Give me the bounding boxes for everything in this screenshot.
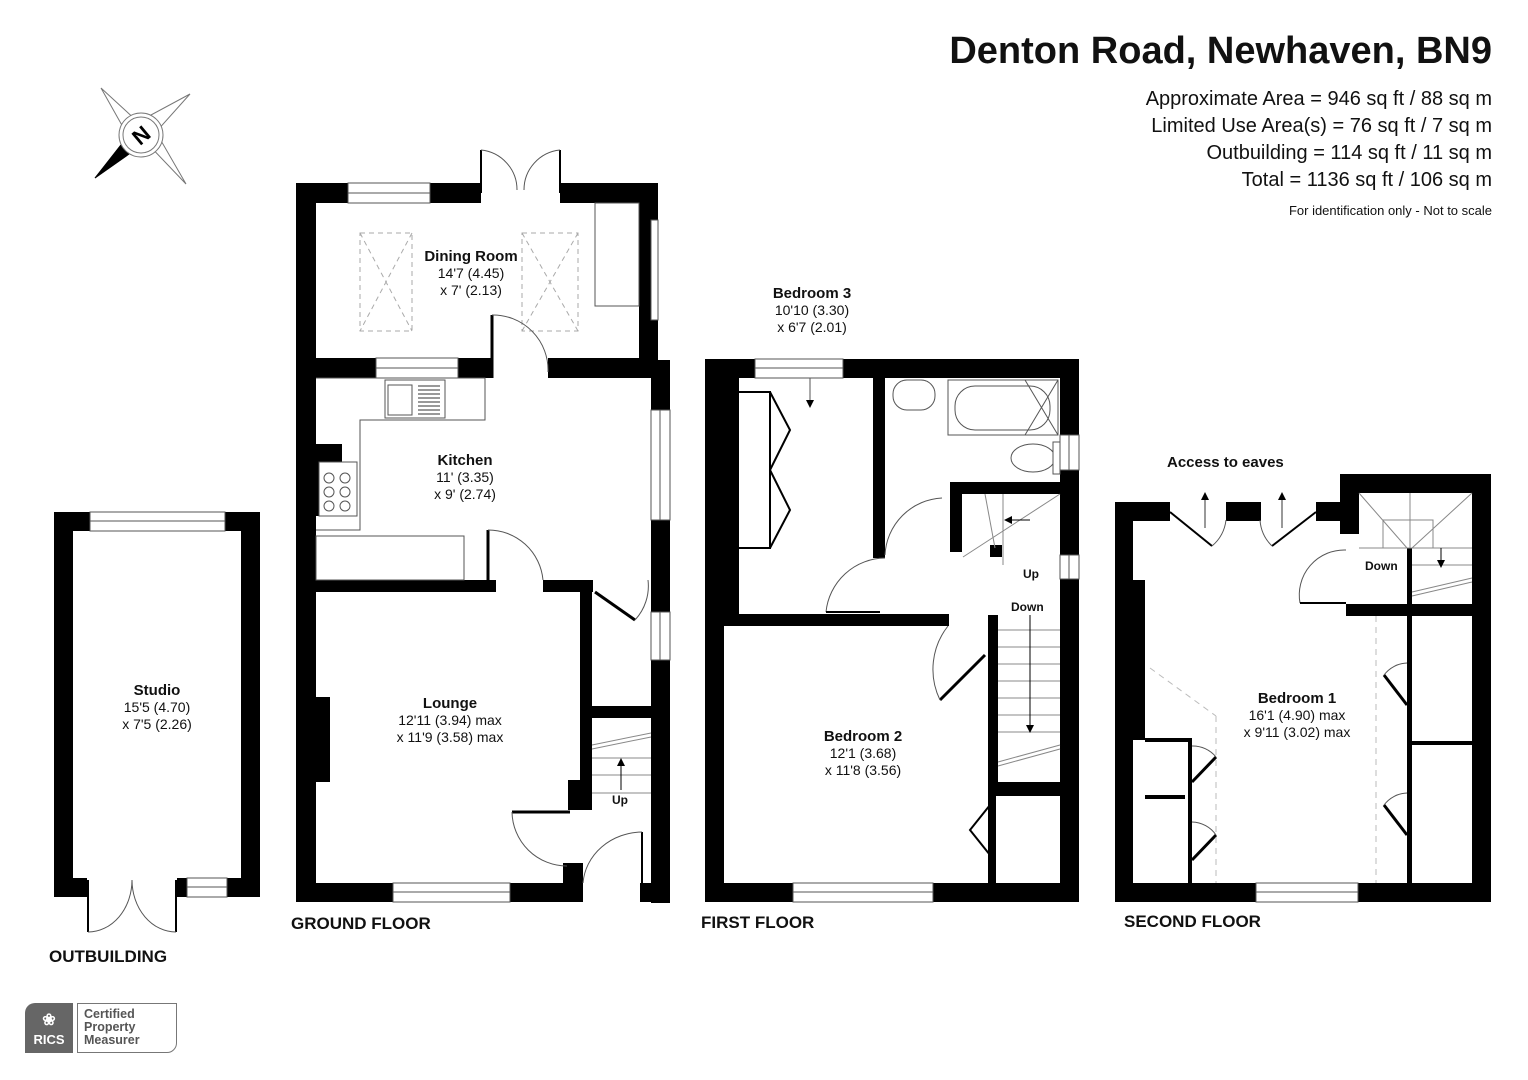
room-studio: Studio 15'5 (4.70) x 7'5 (2.26) bbox=[122, 682, 192, 733]
room-dimension: 12'11 (3.94) max bbox=[398, 712, 502, 728]
stairs-up-label: Up bbox=[1023, 567, 1039, 581]
outbuilding-plan bbox=[54, 511, 260, 933]
ground-floor-plan bbox=[296, 149, 671, 903]
area-outbuilding: Outbuilding = 114 sq ft / 11 sq m bbox=[1206, 142, 1492, 164]
badge-line: Certified bbox=[84, 1007, 135, 1021]
area-approximate: Approximate Area = 946 sq ft / 88 sq m bbox=[1145, 88, 1492, 110]
floor-label-first: FIRST FLOOR bbox=[701, 913, 815, 932]
lion-icon: ❀ bbox=[42, 1012, 56, 1029]
room-dimension: 14'7 (4.45) bbox=[437, 265, 505, 281]
room-dimension: x 9'11 (3.02) max bbox=[1243, 724, 1351, 740]
room-dimension: 12'1 (3.68) bbox=[829, 745, 897, 761]
badge-line: Property bbox=[84, 1020, 136, 1034]
room-dimension: x 6'7 (2.01) bbox=[777, 319, 847, 335]
scale-note: For identification only - Not to scale bbox=[1288, 203, 1492, 218]
room-name: Bedroom 2 bbox=[823, 728, 903, 745]
badge-line: Measurer bbox=[84, 1033, 140, 1047]
room-name: Lounge bbox=[422, 695, 478, 712]
floor-label-second: SECOND FLOOR bbox=[1124, 912, 1261, 931]
second-floor-plan bbox=[1115, 474, 1491, 903]
room-name: Bedroom 1 bbox=[1257, 690, 1337, 707]
room-dimension: x 9' (2.74) bbox=[434, 486, 496, 502]
floor-label-outbuilding: OUTBUILDING bbox=[49, 947, 168, 966]
room-bedroom-3: Bedroom 3 10'10 (3.30) x 6'7 (2.01) bbox=[773, 285, 851, 336]
room-name: Kitchen bbox=[437, 452, 493, 469]
compass-rose-icon: N bbox=[94, 87, 191, 185]
badge-text: Certified Property Measurer bbox=[77, 1003, 177, 1053]
area-limited-use: Limited Use Area(s) = 76 sq ft / 7 sq m bbox=[1151, 115, 1492, 137]
eaves-access-label: Access to eaves bbox=[1167, 454, 1284, 471]
room-dimension: 15'5 (4.70) bbox=[123, 699, 191, 715]
room-dimension: x 7'5 (2.26) bbox=[122, 716, 192, 732]
room-bedroom-1: Bedroom 1 16'1 (4.90) max x 9'11 (3.02) … bbox=[1244, 690, 1351, 741]
room-dimension: x 11'8 (3.56) bbox=[824, 762, 902, 778]
room-name: Bedroom 3 bbox=[772, 285, 852, 302]
stairs-up-label: Up bbox=[612, 793, 628, 807]
room-bedroom-2: Bedroom 2 12'1 (3.68) x 11'8 (3.56) bbox=[824, 728, 902, 779]
room-dining-room: Dining Room 14'7 (4.45) x 7' (2.13) bbox=[424, 248, 517, 299]
area-total: Total = 1136 sq ft / 106 sq m bbox=[1241, 169, 1492, 191]
stairs-down-label: Down bbox=[1365, 559, 1398, 573]
area-summary: Approximate Area = 946 sq ft / 88 sq m L… bbox=[1146, 86, 1492, 224]
room-dimension: x 7' (2.13) bbox=[440, 282, 502, 298]
room-dimension: 16'1 (4.90) max bbox=[1248, 707, 1346, 723]
room-name: Studio bbox=[133, 682, 181, 699]
rics-certified-badge: ❀ RICS Certified Property Measurer bbox=[25, 1003, 177, 1053]
rics-logo: ❀ RICS bbox=[25, 1003, 73, 1053]
floor-label-ground: GROUND FLOOR bbox=[291, 914, 431, 933]
room-name: Dining Room bbox=[424, 248, 518, 265]
room-kitchen: Kitchen 11' (3.35) x 9' (2.74) bbox=[434, 452, 496, 503]
rics-org-label: RICS bbox=[33, 1032, 65, 1047]
room-dimension: 11' (3.35) bbox=[436, 469, 494, 485]
first-floor-plan bbox=[705, 358, 1080, 903]
room-dimension: 10'10 (3.30) bbox=[774, 302, 850, 318]
room-dimension: x 11'9 (3.58) max bbox=[396, 729, 504, 745]
stairs-down-label: Down bbox=[1011, 600, 1044, 614]
page-title: Denton Road, Newhaven, BN9 bbox=[949, 30, 1492, 72]
room-lounge: Lounge 12'11 (3.94) max x 11'9 (3.58) ma… bbox=[397, 695, 504, 746]
